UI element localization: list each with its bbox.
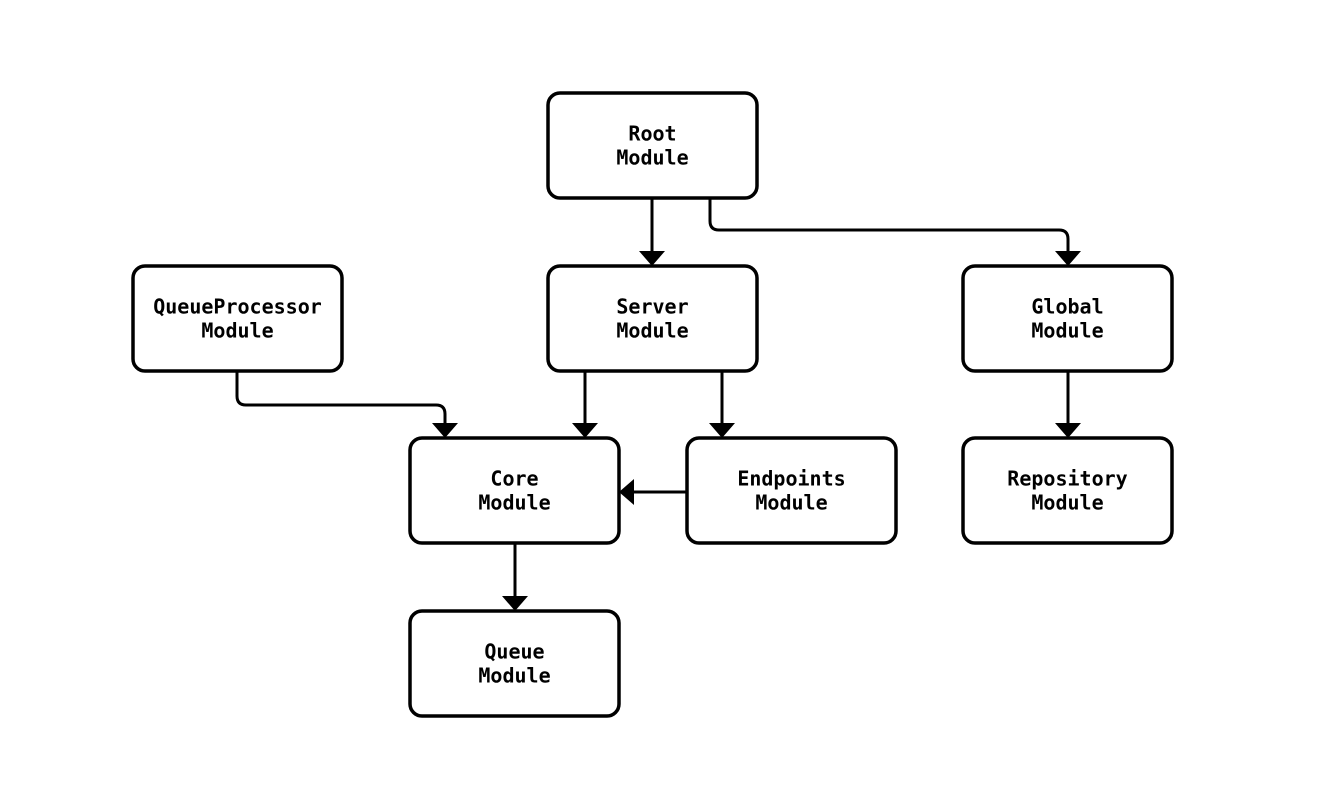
- node-label-server-module-line-2: Module: [616, 319, 688, 343]
- node-label-core-module-line-2: Module: [478, 491, 550, 515]
- node-label-global-module-line-2: Module: [1031, 319, 1103, 343]
- node-label-endpoints-module-line-2: Module: [755, 491, 827, 515]
- node-label-root-module-line-2: Module: [616, 146, 688, 170]
- node-label-server-module-line-1: Server: [616, 295, 688, 319]
- node-label-core-module-line-1: Core: [490, 467, 538, 491]
- node-label-queueprocessor-module-line-1: QueueProcessor: [153, 295, 322, 319]
- node-label-repository-module-line-1: Repository: [1007, 467, 1127, 491]
- node-label-queue-module-line-1: Queue: [484, 640, 544, 664]
- node-label-global-module-line-1: Global: [1031, 295, 1103, 319]
- edge-queueprocessor-module-to-core-module: [235, 371, 458, 438]
- node-label-root-module-line-1: Root: [628, 122, 676, 146]
- node-box-server-module: [546, 264, 759, 373]
- edges-layer: [235, 198, 1081, 611]
- node-label-queueprocessor-module-line-2: Module: [201, 319, 273, 343]
- node-label-repository-module-line-2: Module: [1031, 491, 1103, 515]
- node-box-repository-module: [961, 436, 1174, 545]
- node-label-endpoints-module-line-1: Endpoints: [737, 467, 845, 491]
- node-label-queue-module-line-2: Module: [478, 664, 550, 688]
- node-box-queue-module: [408, 609, 621, 718]
- edge-root-module-to-global-module: [708, 198, 1081, 266]
